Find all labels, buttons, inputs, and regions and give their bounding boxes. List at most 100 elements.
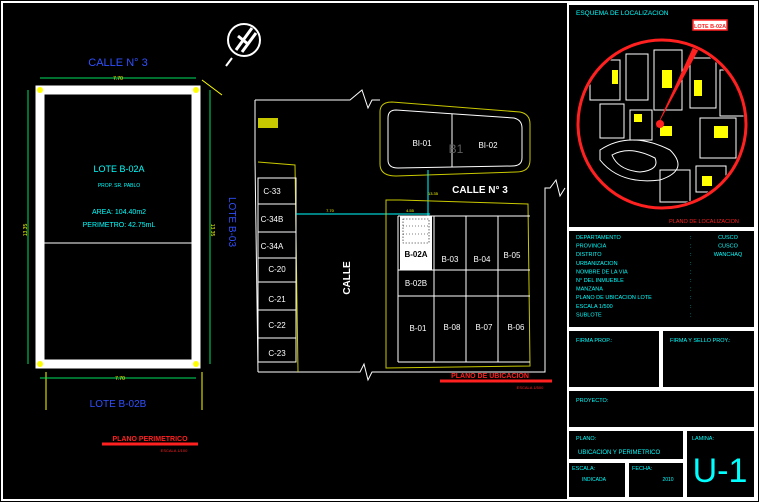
block-b1-outline [379, 101, 531, 177]
grid-lot-label: B-04 [474, 255, 491, 264]
street-edge [254, 100, 259, 373]
field-separator: : [690, 295, 692, 301]
project-box [567, 389, 756, 429]
north-arrow [225, 23, 261, 67]
field-label: ESCALA 1/500 [576, 304, 613, 310]
location-plan-title: PLANO DE UBICACION [451, 373, 529, 380]
map-caption: PLANO DE LOCALIZACION [669, 219, 739, 225]
location-dim-label: 13.35 [428, 191, 439, 196]
field-separator: : [690, 252, 692, 258]
title-block: ESQUEMA DE LOCALIZACION [567, 3, 756, 499]
escala-box [567, 461, 627, 499]
left-lots: C-33 C-34B C-34A C-20 C-21 C-22 C-23 [257, 177, 297, 363]
left-lot-label: C-22 [268, 321, 286, 330]
block-marker: B1 [449, 142, 464, 156]
area-label: AREA: 104.40m2 [92, 209, 146, 216]
map-marker-box [692, 19, 728, 31]
corner-lot-fill [258, 118, 278, 128]
grid-lot-label-b02a: B-02A [404, 250, 427, 259]
corner-marker [37, 361, 43, 367]
grid-lot-label: B-02B [405, 279, 427, 288]
left-lot-label: C-34B [261, 215, 284, 224]
dim-right-label: 13.35 [209, 224, 215, 237]
designer-signature-box [661, 329, 756, 389]
grid-lot-label: B-07 [476, 323, 493, 332]
block-b1-lot-label: BI-01 [412, 139, 432, 148]
lamina-label: LAMINA: [692, 436, 714, 442]
escala-value: INDICADA [582, 477, 607, 483]
lot-boundary [35, 85, 201, 369]
field-label: N° DEL INMUEBLE [576, 278, 624, 284]
field-label: DISTRITO [576, 252, 602, 258]
left-lot-label: C-20 [268, 265, 286, 274]
field-separator: : [690, 312, 692, 318]
block-b1-lot-label: BI-02 [478, 141, 498, 150]
field-label: PLANO DE UBICACION LOTE [576, 295, 652, 301]
left-lot-label: C-33 [263, 187, 281, 196]
location-map: LOTE B-02A [576, 19, 748, 210]
location-dim-label: 4.55 [406, 208, 415, 213]
field-label: NOMBRE DE LA VIA [576, 269, 628, 275]
street-edge [258, 178, 566, 382]
field-value: CUSCO [718, 244, 739, 250]
location-plan: BI-01 BI-02 B1 CALLE N° 3 C-33 C-34B C-3… [254, 89, 566, 390]
field-label: PROVINCIA [576, 244, 607, 250]
corner-marker [37, 87, 43, 93]
owner-label: PROP. SR. PABLO [98, 183, 140, 189]
lot-name-label: LOTE B-02A [93, 164, 144, 174]
corner-marker [193, 87, 199, 93]
fecha-box [627, 461, 685, 499]
block-b-outline [385, 199, 531, 369]
dim-bottom-label: 7.70 [115, 376, 125, 382]
lot-bottom-label: LOTE B-02B [90, 399, 147, 410]
highlighted-lot-hatch [402, 218, 430, 244]
fecha-value: 2010 [662, 477, 673, 483]
perimeter-plan: CALLE N° 3 7.70 13.35 13.35 LOTE B-02A P… [23, 57, 237, 453]
location-scale-label: ESCALA 1/500 [517, 385, 544, 390]
left-lot-label: C-34A [261, 242, 284, 251]
dim-left-label: 13.35 [23, 224, 29, 237]
perimeter-scale-label: ESCALA 1/100 [161, 448, 188, 453]
plano-label: PLANO: [576, 436, 597, 442]
left-lot-label: C-23 [268, 349, 286, 358]
field-label: MANZANA [576, 287, 603, 293]
extension-line [201, 79, 223, 96]
corner-marker [193, 361, 199, 367]
data-panel [567, 229, 756, 329]
field-separator: : [690, 244, 692, 250]
lot-right-label: LOTE B-03 [226, 197, 237, 247]
designer-signature-label: FIRMA Y SELLO PROY.: [670, 338, 731, 344]
field-separator: : [690, 269, 692, 275]
street-vertical-label: CALLE [342, 261, 353, 295]
grid-lot-label: B-08 [444, 323, 461, 332]
owner-signature-box [567, 329, 661, 389]
block-b1-inner [387, 109, 523, 169]
block-outline [257, 161, 299, 373]
grid-lot-label: B-06 [508, 323, 525, 332]
project-label: PROYECTO: [576, 398, 609, 404]
field-label: SUBLOTE [576, 312, 602, 318]
field-separator: : [690, 278, 692, 284]
location-street-top-label: CALLE N° 3 [452, 185, 508, 196]
field-separator: : [690, 287, 692, 293]
location-dim-label: 7.70 [326, 208, 335, 213]
field-label: DEPARTAMENTO [576, 235, 622, 241]
escala-label: ESCALA: [572, 466, 596, 472]
map-pointer-arrow [655, 42, 706, 130]
schema-title: ESQUEMA DE LOCALIZACION [576, 10, 669, 17]
field-separator: : [690, 304, 692, 310]
grid-lot-label: B-05 [504, 251, 521, 260]
field-separator: : [690, 235, 692, 241]
perimeter-plan-title: PLANO PERIMETRICO [112, 436, 188, 443]
lamina-box [685, 429, 756, 499]
field-value: CUSCO [718, 235, 739, 241]
grid-lot-label: B-03 [442, 255, 459, 264]
owner-signature-label: FIRMA PROP.: [576, 338, 613, 344]
grid-lot-label: B-01 [410, 324, 427, 333]
field-value: WANCHAQ [714, 252, 743, 258]
plano-box [567, 429, 685, 461]
field-separator: : [690, 261, 692, 267]
